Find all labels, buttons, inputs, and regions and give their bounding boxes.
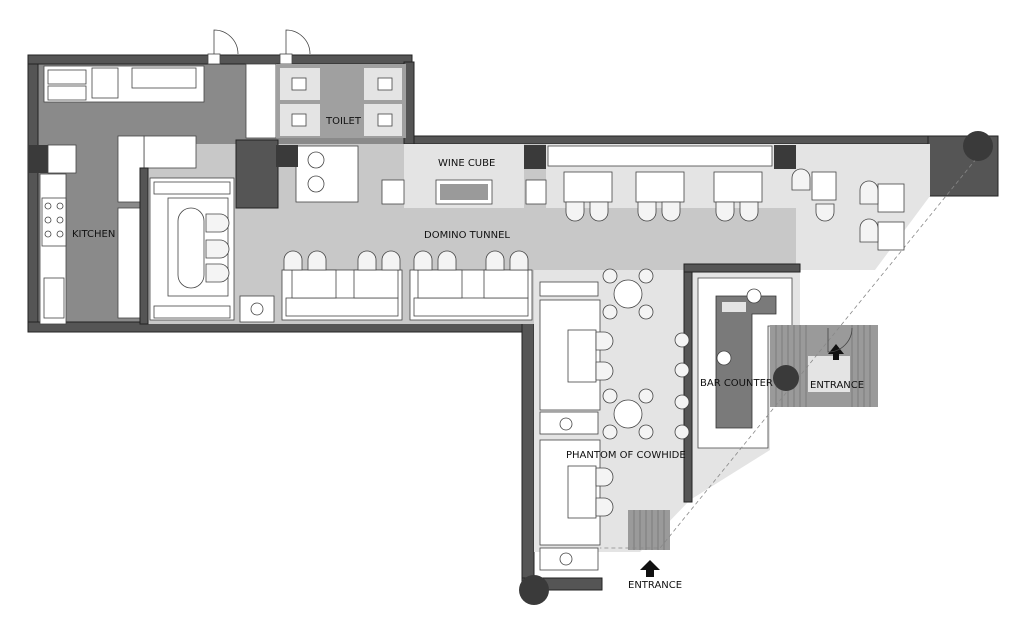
wine-cube-pillar-right xyxy=(774,145,796,169)
domino-cabinet-icon xyxy=(250,302,264,316)
entrance-east-arrow-icon xyxy=(828,344,844,360)
bar-counter-top xyxy=(722,302,746,312)
west-booth-cushion-top xyxy=(153,181,231,195)
column-sw xyxy=(519,575,549,605)
south-deck-boards xyxy=(633,510,665,550)
lower-wing-rail xyxy=(539,281,599,297)
phantom-of-cowhide-label: PHANTOM OF COWHIDE xyxy=(566,450,686,461)
north-banquette xyxy=(547,145,773,167)
north-tables xyxy=(563,171,763,203)
kitchen-oven xyxy=(43,277,65,319)
kitchen-fridge xyxy=(245,63,277,139)
kitchen-prep xyxy=(131,67,197,89)
toilet-lobby-wall xyxy=(235,139,279,209)
kitchen-island xyxy=(143,135,197,169)
toilet-lobby-cap xyxy=(276,145,298,167)
west-booth-table xyxy=(177,207,205,289)
bar-counter-label: BAR COUNTER xyxy=(700,378,773,389)
entrance-east-label: ENTRANCE xyxy=(810,380,864,391)
kitchen-door-white xyxy=(47,144,77,174)
west-booth-cushion-bottom xyxy=(153,305,231,319)
east-lounge-seating xyxy=(791,168,905,251)
wine-cube-label: WINE CUBE xyxy=(438,158,495,169)
domino-booths xyxy=(281,269,533,321)
west-wall-lower xyxy=(521,321,535,591)
entrance-east-mat xyxy=(808,356,850,392)
kitchen-sink-3 xyxy=(91,67,119,99)
west-booth-chairs xyxy=(205,213,230,283)
toilet-label: TOILET xyxy=(325,116,362,127)
toilet-fixtures xyxy=(291,77,393,127)
deck-boards xyxy=(775,325,871,407)
west-outer-wall xyxy=(27,54,39,332)
kitchen-divider xyxy=(139,167,149,325)
domino-chairs xyxy=(283,250,529,271)
south-entrance-deck xyxy=(628,510,670,550)
column-ne xyxy=(963,131,993,161)
cowhide-round-tables xyxy=(613,279,643,429)
kitchen-sink-1 xyxy=(47,69,87,85)
east-entrance-door-swing xyxy=(827,327,853,353)
entrance-south-label: ENTRANCE xyxy=(628,580,682,591)
bartender-icon-2 xyxy=(716,350,732,366)
column-bar xyxy=(773,365,799,391)
wine-cube-crate-left xyxy=(381,179,405,205)
cowhide-cab-icon xyxy=(559,417,573,431)
cowhide-round-chairs xyxy=(602,268,654,440)
wine-cube-crate-right xyxy=(525,179,547,205)
bar-zone-wall-top xyxy=(683,263,801,273)
bar-zone-wall xyxy=(683,263,693,503)
domino-cabinet xyxy=(239,295,275,323)
site-boundary-line xyxy=(600,147,986,549)
kitchen-label: KITCHEN xyxy=(72,229,115,240)
cowhide-cab-icon-2 xyxy=(559,552,573,566)
toilet-basin-area xyxy=(295,145,359,203)
north-chairs xyxy=(565,201,759,222)
kitchen-door-block xyxy=(28,145,48,173)
cowhide-bench-tables xyxy=(567,329,614,519)
kitchen-stove xyxy=(41,197,67,247)
wine-cube-rack-inner xyxy=(440,184,488,200)
wash-basin-2 xyxy=(307,175,325,193)
bar-stools xyxy=(674,332,690,440)
lower-wing-cab xyxy=(539,547,599,571)
lower-wing-cab-2 xyxy=(539,411,599,435)
wash-basin-1 xyxy=(307,151,325,169)
north-outer-wall-right xyxy=(403,135,935,145)
domino-tunnel-label: DOMINO TUNNEL xyxy=(424,230,510,241)
entrance-south-arrow-icon xyxy=(640,560,660,577)
wine-cube-pillar-left xyxy=(524,145,546,169)
bartender-icon-1 xyxy=(746,288,762,304)
kitchen-sink-2 xyxy=(47,85,87,101)
bar-counter xyxy=(715,295,777,429)
